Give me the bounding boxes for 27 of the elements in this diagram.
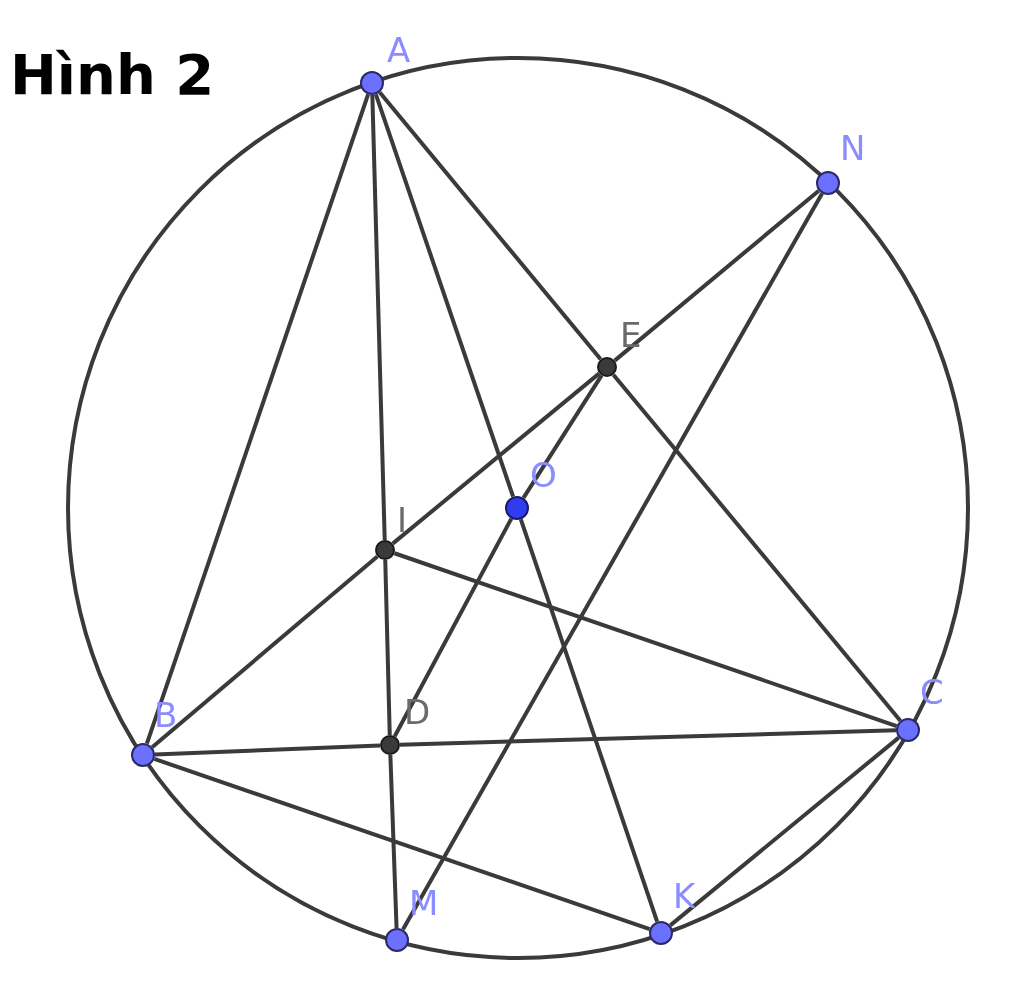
line-segment [521, 374, 604, 499]
point-label: D [404, 694, 431, 730]
point-label: K [673, 878, 696, 914]
line-segment [153, 757, 651, 931]
line-segment [669, 736, 900, 927]
line-segment [144, 93, 371, 745]
point-label: N [840, 130, 866, 166]
line-segment [399, 728, 897, 747]
point-label: E [620, 317, 642, 353]
point-label: I [397, 502, 408, 538]
line-segment [373, 93, 516, 498]
line-segment [370, 94, 387, 541]
line-segment [611, 373, 902, 723]
line-segment [154, 743, 381, 757]
line-segment [388, 754, 399, 929]
line-segment [383, 559, 392, 736]
line-segment [391, 371, 601, 546]
line-segment [378, 90, 603, 361]
point-label: A [387, 32, 411, 68]
line-segment [518, 518, 660, 923]
line-segment [613, 189, 821, 363]
line-segment [392, 517, 514, 738]
line-segment [150, 554, 379, 749]
line-segment [401, 192, 824, 931]
point-label: B [154, 697, 178, 733]
line-segment [393, 551, 898, 728]
figure-title: Hình 2 [10, 42, 215, 108]
